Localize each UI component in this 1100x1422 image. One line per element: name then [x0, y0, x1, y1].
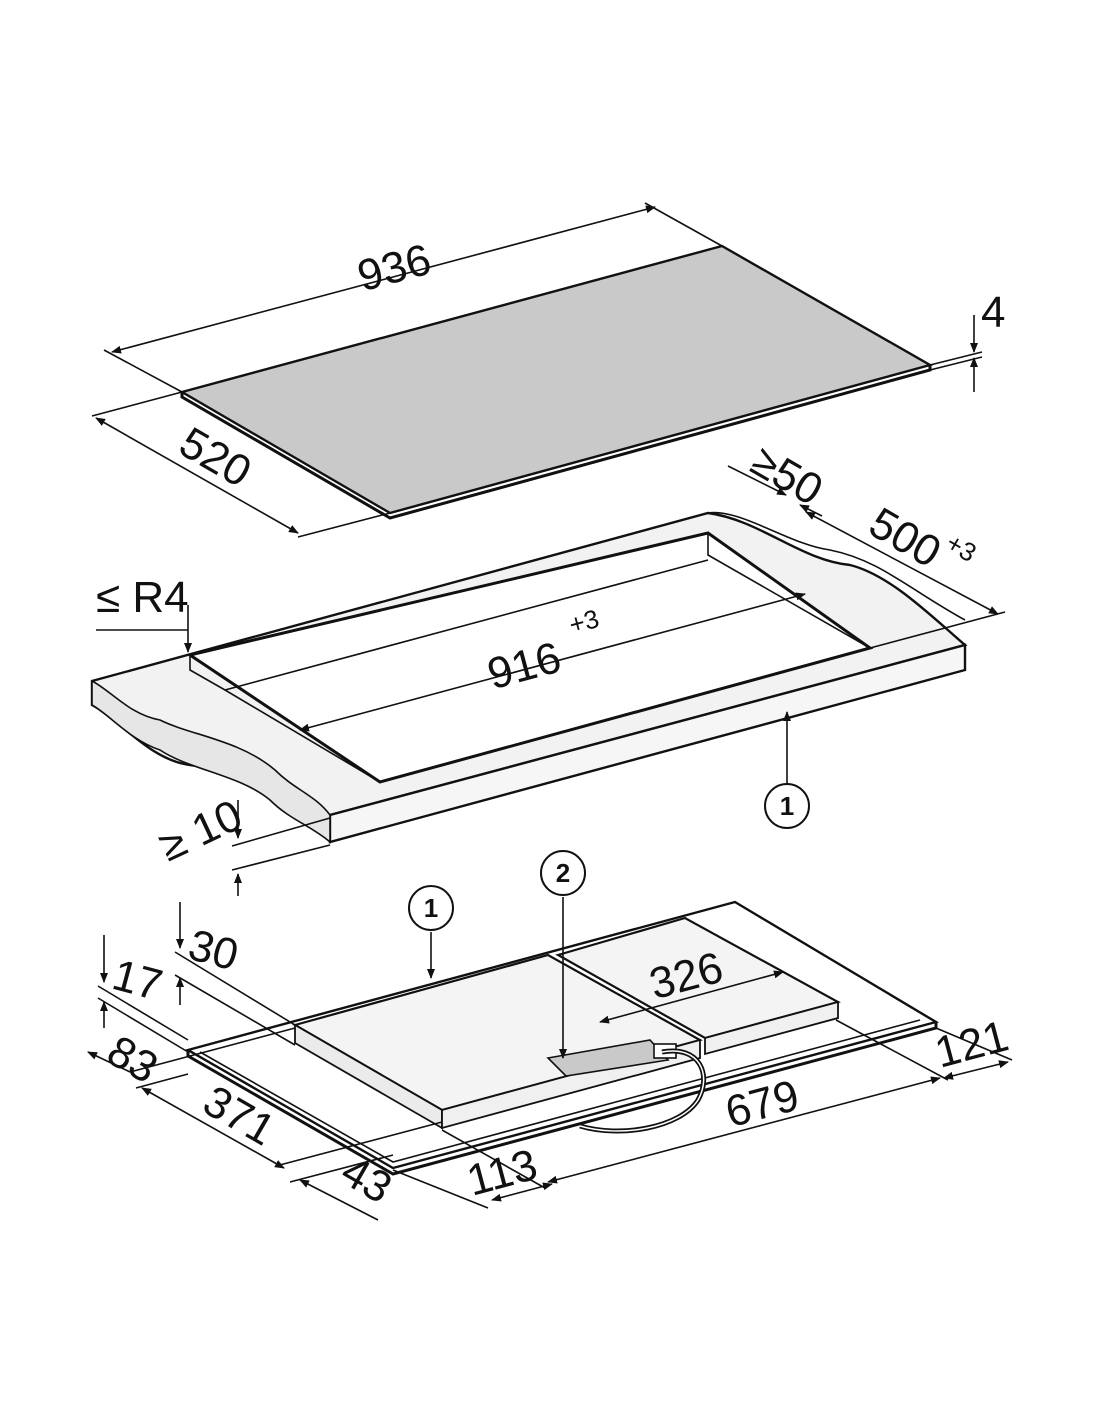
dim-679-label: 679 — [720, 1071, 804, 1137]
dim-radius: ≤ R4 — [96, 573, 192, 653]
hob-underside — [184, 900, 940, 1176]
callout-2-hob-label: 2 — [556, 858, 570, 888]
connection-module — [546, 1039, 670, 1077]
dim-50-label: ≥50 — [743, 436, 831, 515]
dim-10-label: ≥ 10 — [152, 791, 250, 871]
callout-2-hob: 2 — [540, 850, 586, 1059]
dim-121: 121 — [930, 1011, 1014, 1080]
callout-1-hob: 1 — [408, 885, 454, 979]
dim-30-label: 30 — [183, 920, 243, 980]
dim-50: ≥50 — [727, 436, 831, 517]
dim-4: 4 — [929, 288, 1005, 392]
dim-17: 17 — [97, 935, 189, 1053]
glass-front-edge — [180, 365, 932, 520]
dim-17-label: 17 — [107, 950, 167, 1010]
dim-113-label: 113 — [462, 1140, 542, 1205]
dim-radius-label: ≤ R4 — [96, 573, 189, 622]
callout-1-hob-label: 1 — [424, 893, 438, 923]
callout-1-worktop: 1 — [764, 711, 810, 829]
dim-30: 30 — [174, 902, 296, 1046]
dim-4-label: 4 — [981, 288, 1005, 337]
worktop-cut-end — [91, 679, 331, 844]
dim-121-label: 121 — [930, 1011, 1014, 1077]
dim-936-label: 936 — [352, 235, 436, 301]
callout-1-worktop-label: 1 — [780, 791, 794, 821]
